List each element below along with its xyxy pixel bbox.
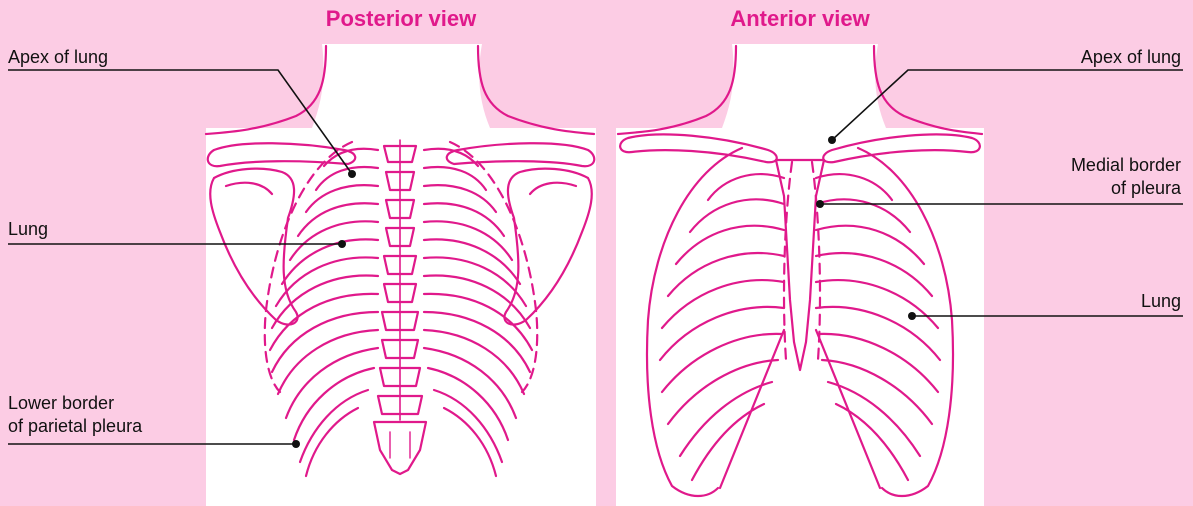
anterior-neck-silhouette [616, 44, 984, 506]
anterior-lung-label: Lung [1141, 290, 1181, 313]
anterior-apex-pointer [828, 136, 836, 144]
posterior-right-neck-outline [478, 46, 594, 134]
anterior-view-title: Anterior view [730, 6, 869, 32]
posterior-left-neck-outline [206, 46, 326, 134]
posterior-view-title: Posterior view [326, 6, 476, 32]
anterior-panel [616, 44, 984, 506]
posterior-panel [206, 44, 596, 506]
anterior-right-neck-outline [874, 46, 982, 134]
posterior-apex-label: Apex of lung [8, 46, 108, 69]
posterior-lung-label: Lung [8, 218, 48, 241]
posterior-lower-border-label: Lower border of parietal pleura [8, 392, 142, 438]
anterior-medial-border-label: Medial border of pleura [1071, 154, 1181, 200]
posterior-lower-border-pointer [292, 440, 300, 448]
posterior-apex-pointer [348, 170, 356, 178]
anterior-apex-label: Apex of lung [1081, 46, 1181, 69]
anterior-left-neck-outline [618, 46, 736, 134]
anterior-medial-border-pointer [816, 200, 824, 208]
posterior-lung-pointer [338, 240, 346, 248]
anterior-lung-pointer [908, 312, 916, 320]
